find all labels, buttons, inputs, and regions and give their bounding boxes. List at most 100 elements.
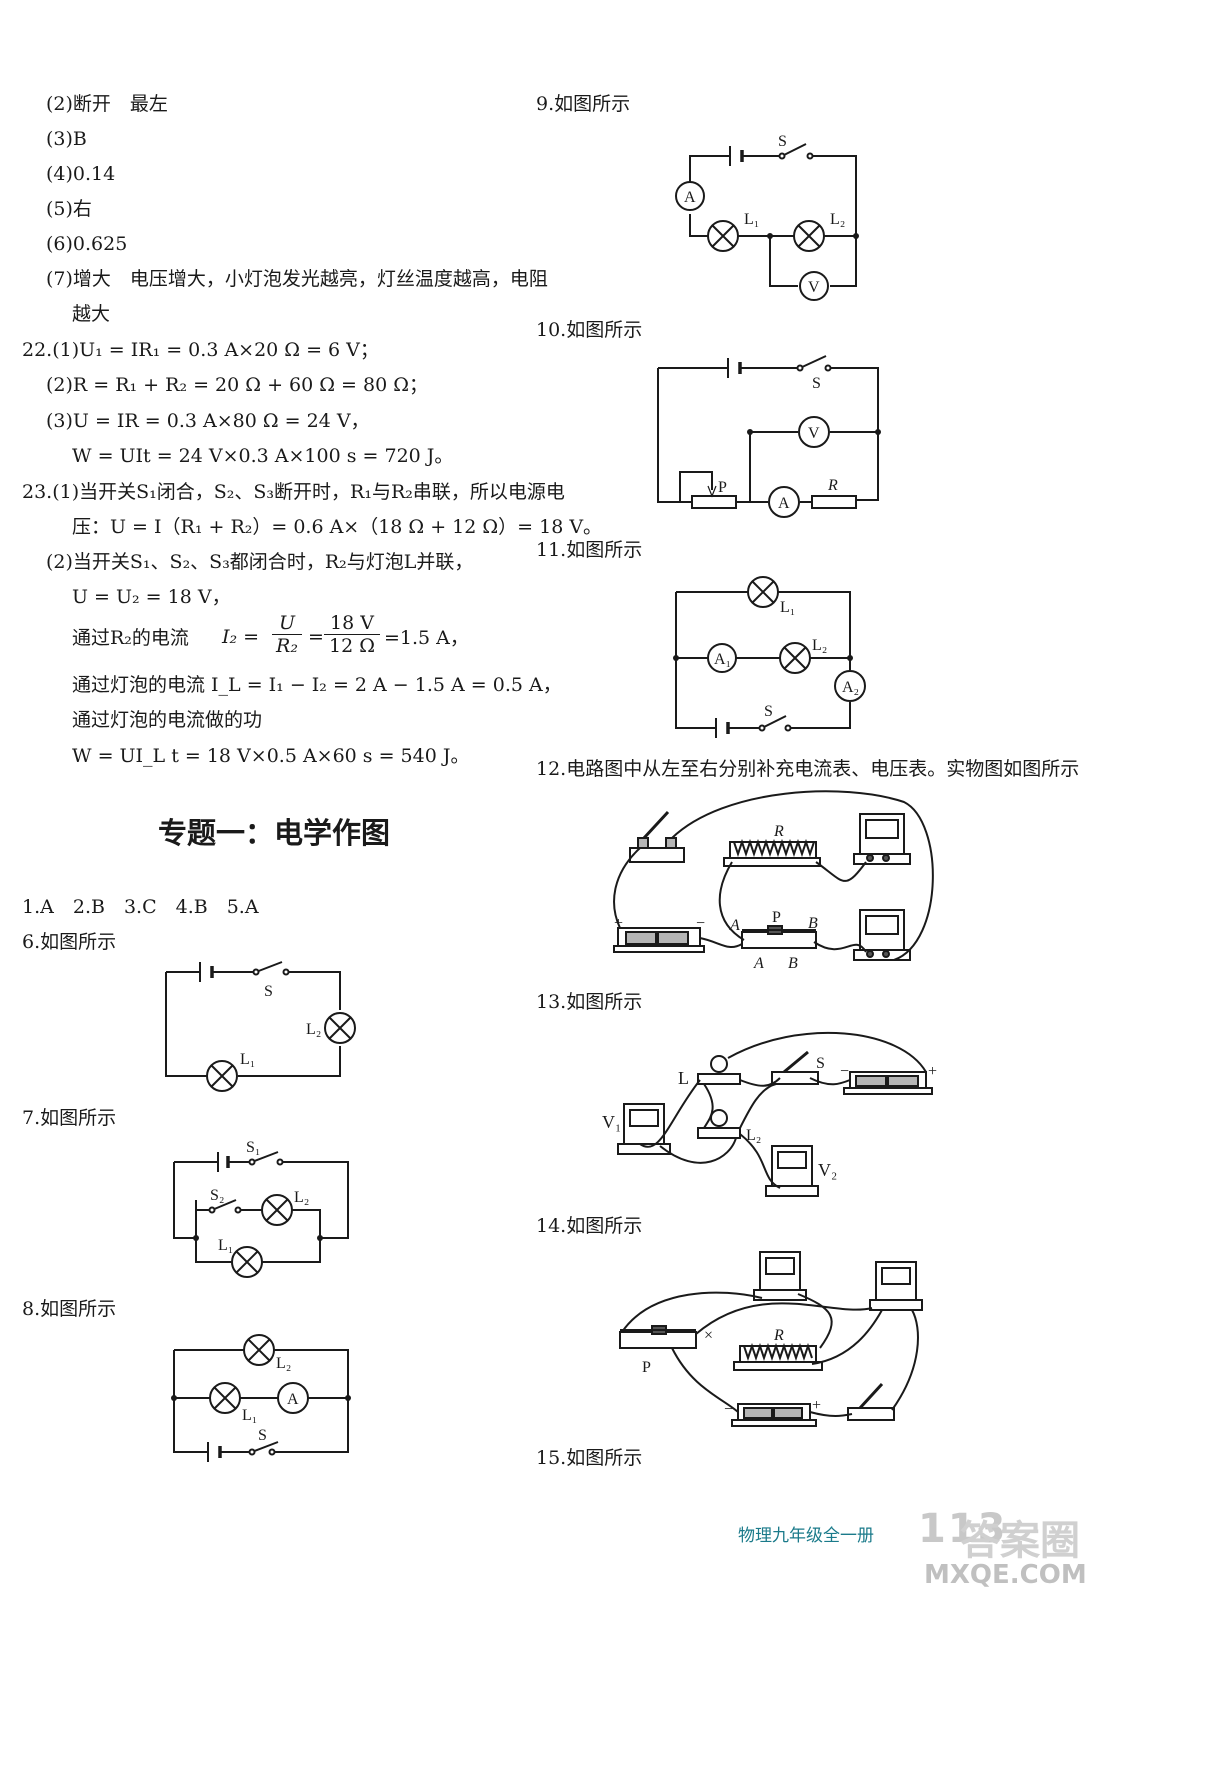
label-l1: L₁ [240,1051,255,1068]
caption-8: 8.如图所示 [22,1298,117,1320]
label-l: L [678,1068,689,1088]
answer-23-2-voltage: U = U₂ = 18 V， [72,586,231,608]
watermark-url: MXQE.COM [924,1560,1087,1590]
answer-23-1: 23.(1)当开关S₁闭合，S₂、S₃断开时，R₁与R₂串联，所以电源电 [22,481,565,503]
section-title: 专题一：电学作图 [158,816,391,850]
caption-14: 14.如图所示 [536,1215,643,1237]
ammeter-top [753,1251,807,1301]
caption-9: 9.如图所示 [536,93,631,115]
answer-22-3: (3)U = IR = 0.3 A×80 Ω = 24 V， [46,410,370,432]
label-a: A [287,1391,299,1408]
physical-wiring-12: R + − P A B A B [613,790,934,972]
label-l2: L₂ [830,211,845,228]
answer-23-2: (2)当开关S₁、S₂、S₃都闭合时，R₂与灯泡L并联， [46,551,474,573]
label-l2: L₂ [746,1127,761,1144]
label-minus: − [724,1401,733,1418]
caption-13: 13.如图所示 [536,991,643,1013]
watermark-logo: 答案圈 [960,1518,1080,1564]
label-v: V [808,279,820,296]
label-a: A [684,189,696,206]
label-v1: V₁ [602,1112,621,1132]
label-s: S [764,703,773,720]
label-l1: L₁ [218,1237,233,1254]
caption-11: 11.如图所示 [536,539,643,561]
footer-book-title: 物理九年级全一册 [738,1526,874,1546]
answer-22-2: (2)R = R₁ + R₂ = 20 Ω + 60 Ω = 80 Ω； [46,374,428,396]
label-s: S [258,1427,267,1444]
label-plus: + [928,1063,937,1080]
answer-22-1: 22.(1)U₁ = IR₁ = 0.3 A×20 Ω = 6 V； [22,339,379,361]
label-l2: L₂ [812,637,827,654]
label-a1: A₁ [714,651,731,668]
circuit-diagram-10: S V P A R [657,355,881,518]
label-l1: L₁ [242,1407,257,1424]
label-p: P [772,909,781,926]
label-s1: S₁ [246,1139,260,1156]
label-s: S [812,375,821,392]
label-l2: L₂ [276,1355,291,1372]
answer-21-2: (2)断开 最左 [46,93,168,115]
circuit-diagram-11: L₁ A₁ L₂ A₂ S [673,576,866,738]
label-p: P [718,479,727,496]
answer-21-7-cont: 越大 [72,303,111,325]
ammeter-device [853,813,911,865]
battery-pack [731,1403,817,1427]
resistor-box [733,1342,823,1371]
label-r: R [773,823,784,840]
label-b-top: B [808,915,818,932]
voltmeter-v2 [765,1145,819,1197]
voltmeter-right [869,1261,923,1311]
answer-21-4: (4)0.14 [46,163,116,185]
answer-21-5: (5)右 [46,198,92,220]
circuit-diagram-7: S₁ S₂ L₂ L₁ [173,1139,349,1278]
label-a: A [778,495,790,512]
page-number: 113 [918,1506,1008,1552]
answer-21-7: (7)增大 电压增大，小灯泡发光越亮，灯丝温度越高，电阻 [46,268,548,290]
answer-23-2-lamp-current: 通过灯泡的电流 I_L = I₁ − I₂ = 2 A − 1.5 A = 0.… [72,674,562,696]
answer-23-2-work-label: 通过灯泡的电流做的功 [72,709,263,731]
label-s: S [778,133,787,150]
label-l1: L₁ [780,599,795,616]
label-l2: L₂ [294,1189,309,1206]
physical-wiring-13: L L₂ S − + V₁ V₂ [602,1031,937,1197]
label-r: R [773,1327,784,1344]
label-a-bottom: A [753,955,764,972]
label-p: P [642,1359,651,1376]
answer-23-2-current-value: =1.5 A， [384,627,469,649]
caption-10: 10.如图所示 [536,319,643,341]
mc-answers: 1.A 2.B 3.C 4.B 5.A [22,896,259,918]
battery-pack [613,927,705,953]
battery-pack [843,1071,933,1095]
answer-22-3-work: W = UIt = 24 V×0.3 A×100 s = 720 J。 [72,445,454,467]
label-s2: S₂ [210,1187,224,1204]
knife-switch [629,810,685,863]
lamp-l1 [697,1055,741,1085]
lamp-l2 [697,1109,741,1139]
answer-23-2-work: W = UI_L t = 18 V×0.5 A×60 s = 540 J。 [72,745,470,767]
label-a-top: A [729,917,740,934]
voltmeter-v1 [617,1103,671,1155]
physical-wiring-14: P × R − + [619,1251,923,1427]
caption-12: 12.电路图中从左至右分别补充电流表、电压表。实物图如图所示 [536,758,1080,780]
answer-23-2-current-label: 通过R₂的电流 [72,627,189,649]
label-minus: − [840,1063,849,1080]
label-plus: + [812,1397,821,1414]
label-l2: L₂ [306,1021,321,1038]
label-r: R [827,477,838,494]
circuit-diagram-9: S A L₁ L₂ V [675,133,859,301]
voltmeter-device [853,909,911,961]
caption-15: 15.如图所示 [536,1447,643,1469]
label-b-bottom: B [788,955,798,972]
rheostat [619,1325,697,1349]
label-cross: × [704,1327,713,1344]
knife-switch [771,1050,819,1085]
answer-21-6: (6)0.625 [46,233,128,255]
label-v2: V₂ [818,1160,837,1180]
rheostat [741,925,817,949]
label-l1: L₁ [744,211,759,228]
label-v: V [808,425,820,442]
knife-switch [847,1382,895,1421]
answer-21-3: (3)B [46,128,87,150]
circuit-diagram-6: S L₂ L₁ [165,961,356,1092]
label-minus: − [696,915,705,932]
